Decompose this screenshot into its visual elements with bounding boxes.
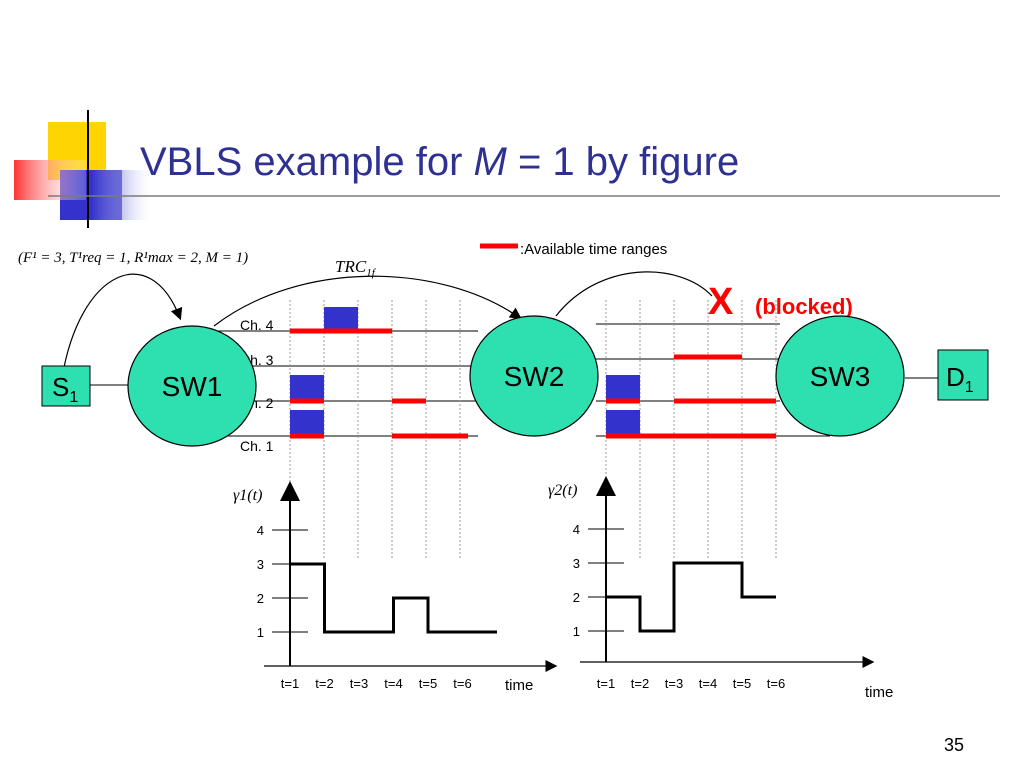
switch-sw1: SW1 bbox=[127, 325, 257, 447]
g2-xtick-label: t=1 bbox=[597, 676, 615, 691]
switch-sw1-label: SW1 bbox=[162, 371, 223, 402]
g1-xtick-label: t=4 bbox=[384, 676, 402, 691]
g1-xtick-label: t=2 bbox=[315, 676, 333, 691]
g2-ytick-label: 3 bbox=[573, 556, 580, 571]
switch-sw2-label: SW2 bbox=[504, 361, 565, 392]
switch-sw2: SW2 bbox=[469, 315, 599, 437]
occupied-slot-sw2-ch2 bbox=[606, 375, 640, 401]
page-number: 35 bbox=[943, 735, 964, 755]
g1-ylabel: γ1(t) bbox=[233, 487, 262, 504]
channel-label-4: Ch. 4 bbox=[240, 317, 274, 333]
blocked-x-mark: X bbox=[708, 281, 734, 323]
available-ranges bbox=[290, 328, 776, 439]
g1-xtick-label: t=1 bbox=[281, 676, 299, 691]
trc-label: TRC1f bbox=[335, 257, 377, 279]
svg-text:D1: D1 bbox=[946, 362, 974, 396]
g2-xtick-label: t=3 bbox=[665, 676, 683, 691]
page-title: VBLS example for M = 1 by figure bbox=[140, 140, 740, 184]
g2-xlabel: time bbox=[865, 684, 893, 701]
source-node: S1 bbox=[41, 365, 91, 407]
channel-label-1: Ch. 1 bbox=[240, 438, 274, 454]
switch-sw3: SW3 bbox=[775, 315, 905, 437]
g1-ytick-label: 2 bbox=[257, 591, 264, 606]
switch-sw3-label: SW3 bbox=[810, 361, 871, 392]
g1-xtick-label: t=3 bbox=[350, 676, 368, 691]
g2-step-line bbox=[606, 561, 776, 633]
g2-xtick-label: t=6 bbox=[767, 676, 785, 691]
g1-ytick-label: 1 bbox=[257, 625, 264, 640]
g1-xtick-label: t=6 bbox=[453, 676, 471, 691]
gamma1-chart: γ1(t) 4 3 2 1 t=1 t=2 t=3 t=4 t=5 t=6 time bbox=[233, 481, 558, 694]
g1-ytick-label: 3 bbox=[257, 557, 264, 572]
g1-ytick-label: 4 bbox=[257, 523, 264, 538]
gamma2-chart: γ2(t) 4 3 2 1 t=1 t=2 t=3 t=4 t=5 t=6 time bbox=[548, 476, 893, 701]
svg-text:S1: S1 bbox=[52, 372, 78, 406]
g2-xtick-label: t=2 bbox=[631, 676, 649, 691]
destination-node: D1 bbox=[937, 349, 989, 401]
legend: :Available time ranges bbox=[480, 241, 667, 258]
arc-sw1-to-sw2 bbox=[213, 275, 522, 327]
g2-ytick-label: 4 bbox=[573, 522, 580, 537]
arc-sw2-to-sw3-blocked bbox=[555, 271, 713, 317]
blocked-text: (blocked) bbox=[755, 294, 853, 319]
g2-ytick-label: 1 bbox=[573, 624, 580, 639]
occupied-slot-sw1-ch2-a bbox=[290, 375, 324, 401]
legend-text: :Available time ranges bbox=[520, 241, 667, 258]
g2-xtick-label: t=4 bbox=[699, 676, 717, 691]
g1-xlabel: time bbox=[505, 677, 533, 694]
occupied-slot-sw1-ch1-a bbox=[290, 410, 324, 436]
decorative-corner-logo bbox=[14, 110, 1000, 228]
occupied-slot-sw2-ch1 bbox=[606, 410, 640, 436]
g2-ylabel: γ2(t) bbox=[548, 482, 577, 499]
g1-step-line bbox=[290, 562, 497, 634]
params-formula: (F¹ = 3, T¹req = 1, R¹max = 2, M = 1) bbox=[18, 250, 248, 266]
g2-xtick-label: t=5 bbox=[733, 676, 751, 691]
g1-xtick-label: t=5 bbox=[419, 676, 437, 691]
arc-s1-to-sw1 bbox=[61, 273, 183, 379]
g2-ytick-label: 2 bbox=[573, 590, 580, 605]
